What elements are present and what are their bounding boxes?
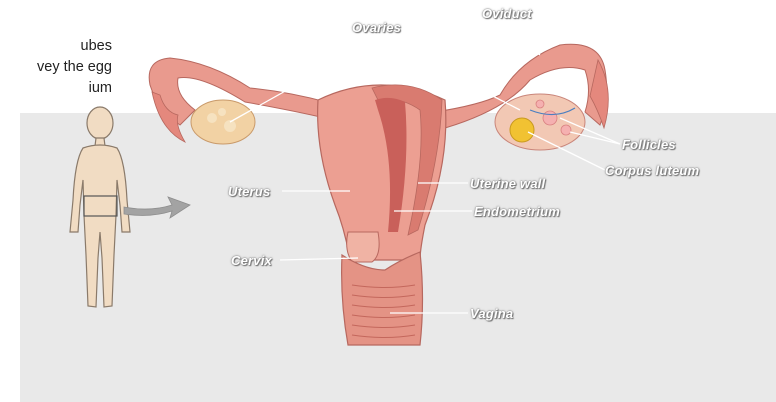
label-uterus: Uterus [228, 184, 270, 199]
label-vagina: Vagina [470, 306, 513, 321]
label-cervix: Cervix [231, 253, 272, 268]
label-oviduct: Oviduct [482, 6, 532, 21]
label-ovaries: Ovaries [352, 20, 401, 35]
label-corpus-luteum: Corpus luteum [605, 163, 699, 178]
leader-line-oviduct [500, 20, 540, 55]
body-silhouette [70, 107, 130, 307]
label-uterine-wall: Uterine wall [470, 176, 545, 191]
arrow-icon [124, 197, 190, 218]
label-endometrium: Endometrium [474, 204, 560, 219]
uterus-illustration [149, 44, 608, 345]
label-follicles: Follicles [622, 137, 676, 152]
